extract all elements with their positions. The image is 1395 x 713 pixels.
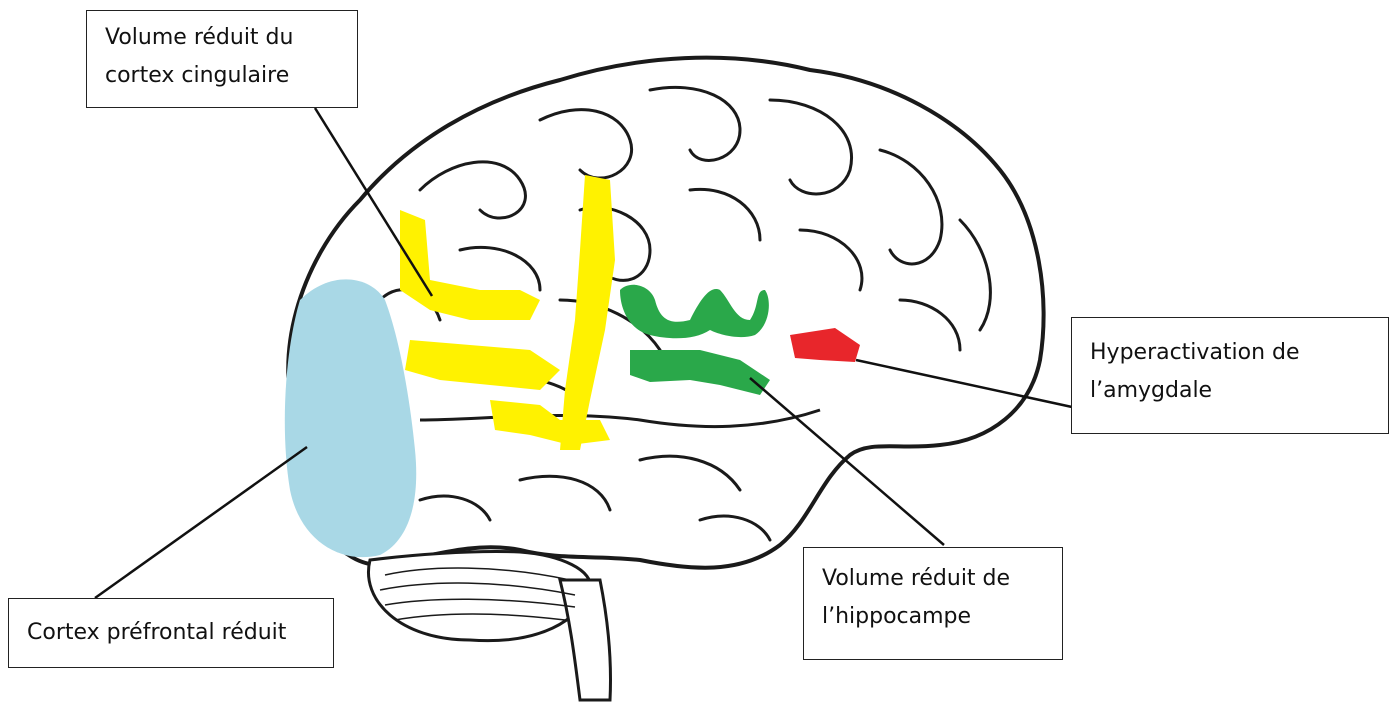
- cingulate-label-line2: cortex cingulaire: [105, 57, 339, 95]
- cingulate-label: Volume réduit du cortex cingulaire: [86, 10, 358, 108]
- cingulate-label-line1: Volume réduit du: [105, 19, 339, 57]
- connector-prefrontal: [95, 447, 307, 598]
- amygdala-label-line1: Hyperactivation de: [1090, 334, 1370, 372]
- cerebellum: [368, 552, 590, 641]
- brain-stem: [560, 580, 611, 700]
- prefrontal-label-line1: Cortex préfrontal réduit: [27, 614, 315, 652]
- hippocampus-label: Volume réduit de l’hippocampe: [803, 547, 1063, 660]
- amygdala-label: Hyperactivation de l’amygdale: [1071, 317, 1389, 434]
- hippocampus-label-line1: Volume réduit de: [822, 560, 1044, 598]
- amygdala-label-line2: l’amygdale: [1090, 372, 1370, 410]
- hippocampus-label-line2: l’hippocampe: [822, 598, 1044, 636]
- prefrontal-label: Cortex préfrontal réduit: [8, 598, 334, 668]
